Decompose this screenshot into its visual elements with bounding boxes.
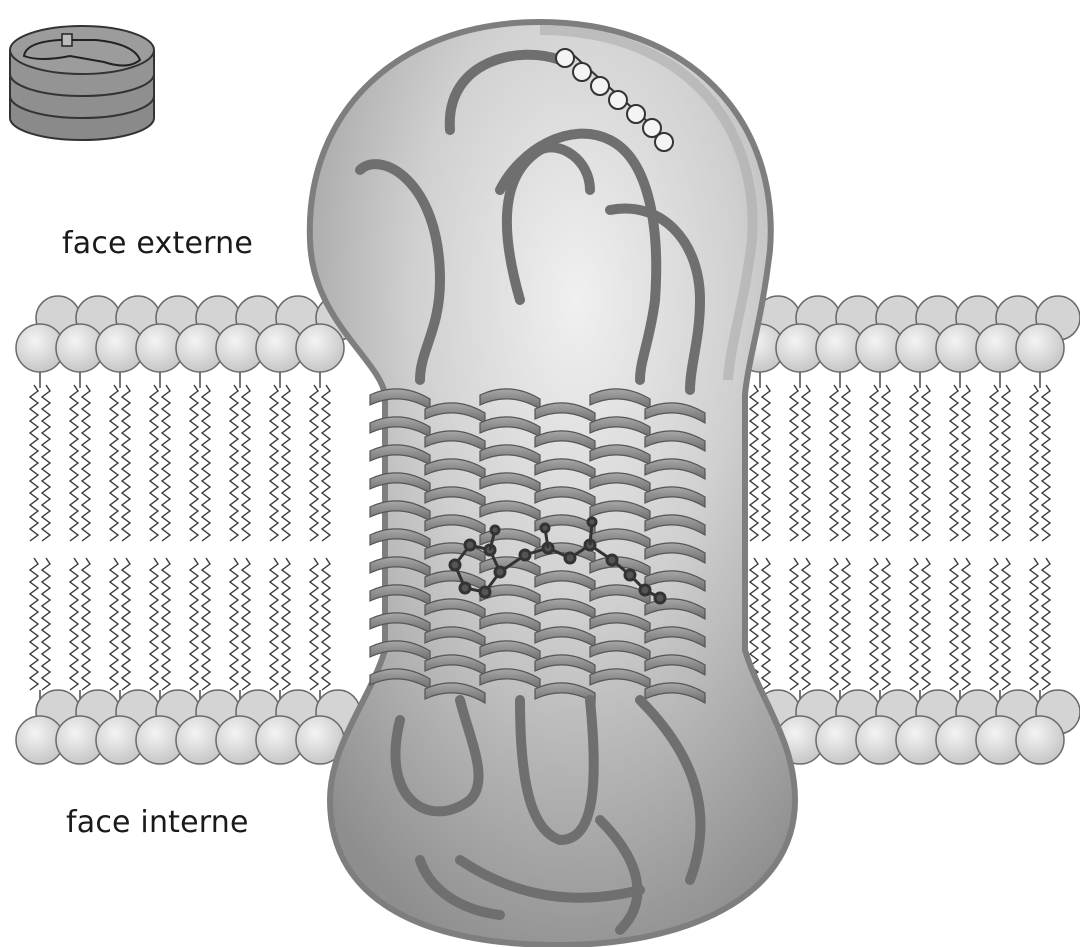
lipid-tail <box>830 558 838 690</box>
lipid-tail <box>1030 558 1038 690</box>
lipid-tail <box>870 558 878 690</box>
lipid-tail <box>882 385 890 541</box>
lipid-head <box>296 324 344 372</box>
lipid-tail <box>950 558 958 690</box>
lipid-tail <box>842 558 850 690</box>
lipid-tail <box>322 558 330 690</box>
lipid-tail <box>122 558 130 690</box>
lipid-head <box>1016 716 1064 764</box>
lipid-tail <box>990 558 998 690</box>
lipid-tail <box>150 558 158 690</box>
lipid-tail <box>1002 558 1010 690</box>
lipid-tail <box>190 558 198 690</box>
lipid-tail <box>802 558 810 690</box>
lipid-tail <box>150 385 158 541</box>
lipid-bilayer-left <box>16 296 360 764</box>
lipid-tail <box>910 385 918 541</box>
lipid-tail <box>922 385 930 541</box>
lipid-tail <box>870 385 878 541</box>
lipid-tail <box>790 558 798 690</box>
outer-face-label: face externe <box>62 226 253 261</box>
lipid-tail <box>882 558 890 690</box>
lipid-tail <box>830 385 838 541</box>
lipid-tail <box>790 385 798 541</box>
lipid-tail <box>990 385 998 541</box>
lipid-tail <box>110 385 118 541</box>
lipid-tail <box>1042 385 1050 541</box>
lipid-tail <box>282 385 290 541</box>
lipid-tail <box>950 385 958 541</box>
lipid-tail <box>1030 385 1038 541</box>
lipid-tail <box>750 385 758 541</box>
lipid-tail <box>82 558 90 690</box>
lipid-tail <box>110 558 118 690</box>
lipid-tail <box>922 558 930 690</box>
lipid-tail <box>242 385 250 541</box>
inner-face-label: face interne <box>66 805 249 840</box>
lipid-bilayer-right <box>736 296 1080 764</box>
lipid-tail <box>162 558 170 690</box>
lipid-tail <box>310 385 318 541</box>
lipid-tail <box>230 385 238 541</box>
lipid-tail <box>42 558 50 690</box>
lipid-tail <box>1042 558 1050 690</box>
lipid-tail <box>962 385 970 541</box>
lipid-tail <box>802 385 810 541</box>
lipid-tail <box>162 385 170 541</box>
lipid-tail <box>762 385 770 541</box>
disk-stack-icon <box>10 26 154 140</box>
lipid-tail <box>962 558 970 690</box>
lipid-tail <box>230 558 238 690</box>
lipid-tail <box>122 385 130 541</box>
lipid-tail <box>762 558 770 690</box>
lipid-head <box>1016 324 1064 372</box>
lipid-tail <box>310 558 318 690</box>
lipid-tail <box>270 385 278 541</box>
lipid-tail <box>202 385 210 541</box>
lipid-tail <box>190 385 198 541</box>
lipid-tail <box>42 385 50 541</box>
lipid-tail <box>910 558 918 690</box>
lipid-tail <box>322 385 330 541</box>
lipid-tail <box>70 558 78 690</box>
lipid-tail <box>30 385 38 541</box>
lipid-tail <box>202 558 210 690</box>
lipid-tail <box>30 558 38 690</box>
lipid-tail <box>70 385 78 541</box>
lipid-tail <box>82 385 90 541</box>
lipid-tail <box>842 385 850 541</box>
lipid-tail <box>1002 385 1010 541</box>
lipid-tail <box>270 558 278 690</box>
lipid-tail <box>282 558 290 690</box>
lipid-tail <box>242 558 250 690</box>
